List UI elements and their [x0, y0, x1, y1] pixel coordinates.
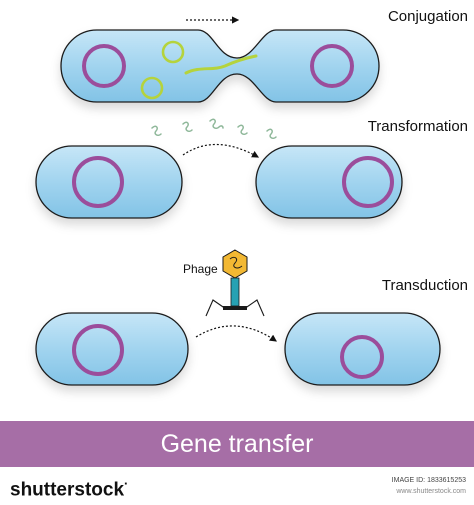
footer: shutterstock· IMAGE ID: 1833615253 www.s… [0, 467, 474, 505]
free-dna-fragments [151, 118, 277, 139]
cell-recipient-transduction [284, 312, 441, 386]
chromosome [340, 335, 384, 379]
chromosome [342, 156, 394, 208]
brand-logo: shutterstock· [10, 476, 129, 501]
phage-icon [205, 249, 265, 317]
cell-donor-transformation [35, 145, 183, 219]
cell-recipient-transformation [255, 145, 403, 219]
transformation-arrow [182, 143, 260, 158]
conjugation-label: Conjugation [387, 8, 468, 25]
plasmid [140, 76, 164, 100]
transduction-arrow [195, 325, 277, 342]
transduction-label: Transduction [381, 277, 468, 294]
image-id: IMAGE ID: 1833615253 [391, 477, 466, 484]
chromosome-right-conjugation [310, 44, 354, 88]
chromosome [72, 324, 124, 376]
phage-label: Phage [183, 262, 218, 276]
plasmid [161, 40, 185, 64]
diagram-title: Gene transfer [160, 429, 314, 458]
site-url: www.shutterstock.com [396, 488, 466, 495]
chromosome-left-conjugation [82, 44, 126, 88]
transformation-label: Transformation [367, 118, 468, 135]
chromosome [72, 156, 124, 208]
title-band: Gene transfer [0, 421, 474, 467]
cell-donor-transduction [35, 312, 189, 386]
transferred-dna-strand [184, 54, 258, 75]
